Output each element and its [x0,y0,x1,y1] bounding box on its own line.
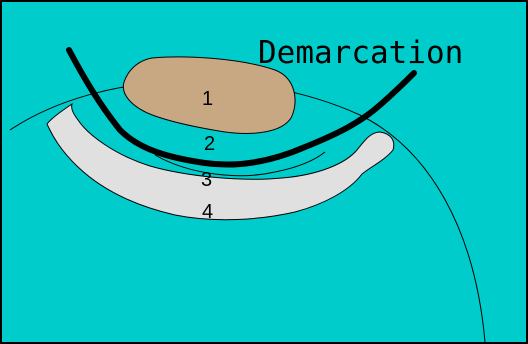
region-3-label: 3 [201,169,212,191]
inner-boundary-arc [154,151,326,177]
demarcation-line [66,47,417,168]
region-2-label: 2 [204,133,215,155]
demarcation-title: Demarcation [258,35,463,71]
region-1-label: 1 [202,88,213,110]
grey-crescent-region [46,102,395,221]
body-outline [9,80,486,343]
region-4-label: 4 [202,201,213,223]
tan-region [122,56,296,134]
